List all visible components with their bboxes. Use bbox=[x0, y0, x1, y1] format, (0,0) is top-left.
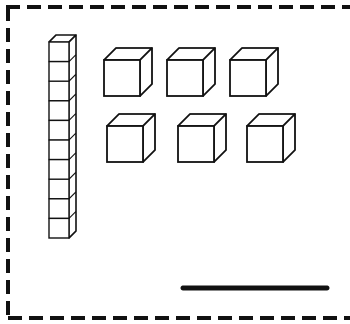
ten-rod-unit bbox=[49, 101, 69, 121]
ten-rod-unit bbox=[49, 179, 69, 199]
ten-rod-unit bbox=[49, 120, 69, 140]
unit-cube-front-face bbox=[107, 126, 143, 162]
ten-rod-unit bbox=[49, 218, 69, 238]
ten-rod-unit bbox=[49, 160, 69, 180]
unit-cube bbox=[247, 114, 295, 162]
unit-cubes-group bbox=[104, 48, 295, 162]
ten-rod-unit bbox=[49, 62, 69, 82]
unit-cube-front-face bbox=[230, 60, 266, 96]
ten-rod-unit bbox=[49, 199, 69, 219]
unit-cube-front-face bbox=[178, 126, 214, 162]
unit-cube-front-face bbox=[247, 126, 283, 162]
ten-rod-unit bbox=[49, 81, 69, 101]
ten-rod bbox=[49, 35, 76, 238]
unit-cube bbox=[107, 114, 155, 162]
unit-cube bbox=[178, 114, 226, 162]
unit-cube-front-face bbox=[104, 60, 140, 96]
ten-rod-unit bbox=[49, 140, 69, 160]
unit-cube bbox=[167, 48, 215, 96]
unit-cube-front-face bbox=[167, 60, 203, 96]
ten-rod-unit bbox=[49, 42, 69, 62]
unit-cube bbox=[104, 48, 152, 96]
unit-cube bbox=[230, 48, 278, 96]
